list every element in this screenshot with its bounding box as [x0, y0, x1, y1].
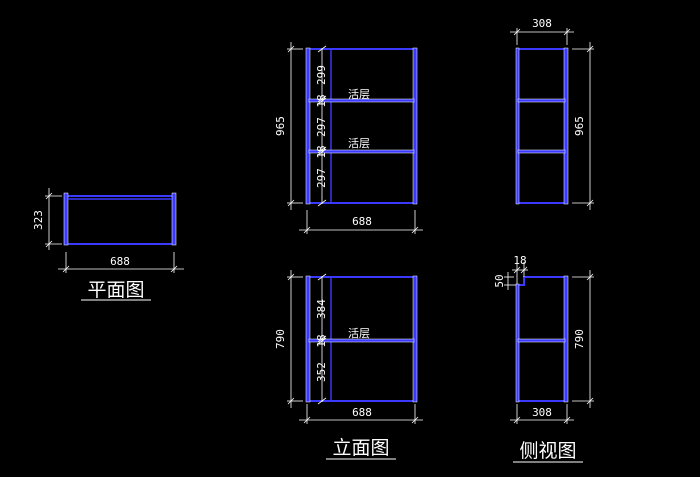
elev-short-width-label: 688 — [352, 406, 372, 419]
elevation-caption: 立面图 — [332, 437, 389, 459]
elev-tall-height-label: 965 — [274, 116, 287, 136]
plan-depth-dimension: 323 — [32, 188, 62, 250]
side-short-notch-height-label: 50 — [493, 274, 506, 287]
elev-tall-width-dimension: 688 — [299, 210, 423, 234]
plan-width-label: 688 — [110, 255, 130, 268]
plan-depth-label: 323 — [32, 210, 45, 230]
side-short-view: 18 50 790 308 — [493, 254, 594, 424]
side-tall-view: 308 965 — [510, 17, 594, 210]
elev-tall-shelf-label-2: 活层 — [348, 137, 370, 150]
elev-tall-seg-top: 299 — [315, 65, 328, 85]
side-tall-depth-label: 308 — [532, 17, 552, 30]
plan-width-dimension: 688 — [58, 252, 184, 273]
plan-right-panel — [171, 192, 177, 246]
elev-short-shelf-1-dim: 18 — [315, 334, 328, 347]
side-short-notch-dimension: 18 50 — [493, 254, 528, 290]
elevation-short-view: 384 18 352 活层 790 688 — [274, 270, 423, 424]
elev-tall-seg-mid: 297 — [315, 117, 328, 137]
elev-tall-left-panel — [305, 47, 311, 205]
elev-tall-shelf-2 — [308, 149, 415, 154]
elev-short-height-label: 790 — [274, 329, 287, 349]
side-short-depth-dimension: 308 — [510, 404, 574, 424]
side-short-height-label: 790 — [573, 329, 586, 349]
elev-short-width-dimension: 688 — [299, 404, 423, 424]
side-short-shelf-1 — [517, 338, 566, 343]
plan-left-panel — [63, 192, 69, 246]
elev-tall-seg-bottom: 297 — [315, 168, 328, 188]
elev-short-seg-top: 384 — [315, 299, 328, 319]
side-short-front-edge — [515, 283, 520, 403]
side-tall-height-dimension: 965 — [572, 42, 594, 210]
elev-short-shelf-label-1: 活层 — [348, 327, 370, 340]
elev-tall-shelf-1-dim: 18 — [315, 94, 328, 107]
elev-tall-width-label: 688 — [352, 215, 372, 228]
elev-tall-shelf-label-1: 活层 — [348, 88, 370, 101]
side-caption: 侧视图 — [519, 440, 576, 462]
side-tall-shelf-2 — [517, 149, 566, 154]
side-tall-outline — [516, 48, 568, 204]
side-tall-front-edge — [515, 47, 520, 205]
side-short-notch-width-label: 18 — [513, 254, 526, 267]
elev-short-shelf-1 — [308, 338, 415, 343]
elev-short-height-dimension: 790 — [274, 270, 303, 408]
elev-tall-right-panel — [412, 47, 418, 205]
elev-tall-shelf-2-dim: 18 — [315, 145, 328, 158]
side-short-height-dimension: 790 — [572, 270, 594, 408]
elev-tall-height-dimension: 965 — [274, 42, 303, 210]
side-tall-shelf-1 — [517, 98, 566, 103]
elev-short-seg-bottom: 352 — [315, 362, 328, 382]
plan-outline — [65, 195, 175, 245]
side-tall-height-label: 965 — [573, 116, 586, 136]
side-short-depth-label: 308 — [532, 406, 552, 419]
elev-tall-shelf-1 — [308, 98, 415, 103]
plan-caption: 平面图 — [87, 279, 144, 301]
elevation-tall-view: 299 18 297 18 297 活层 活层 965 688 — [274, 42, 423, 234]
side-tall-depth-dimension: 308 — [510, 17, 574, 45]
side-tall-back-panel — [563, 47, 569, 205]
plan-view: 323 688 平面图 — [32, 188, 184, 301]
